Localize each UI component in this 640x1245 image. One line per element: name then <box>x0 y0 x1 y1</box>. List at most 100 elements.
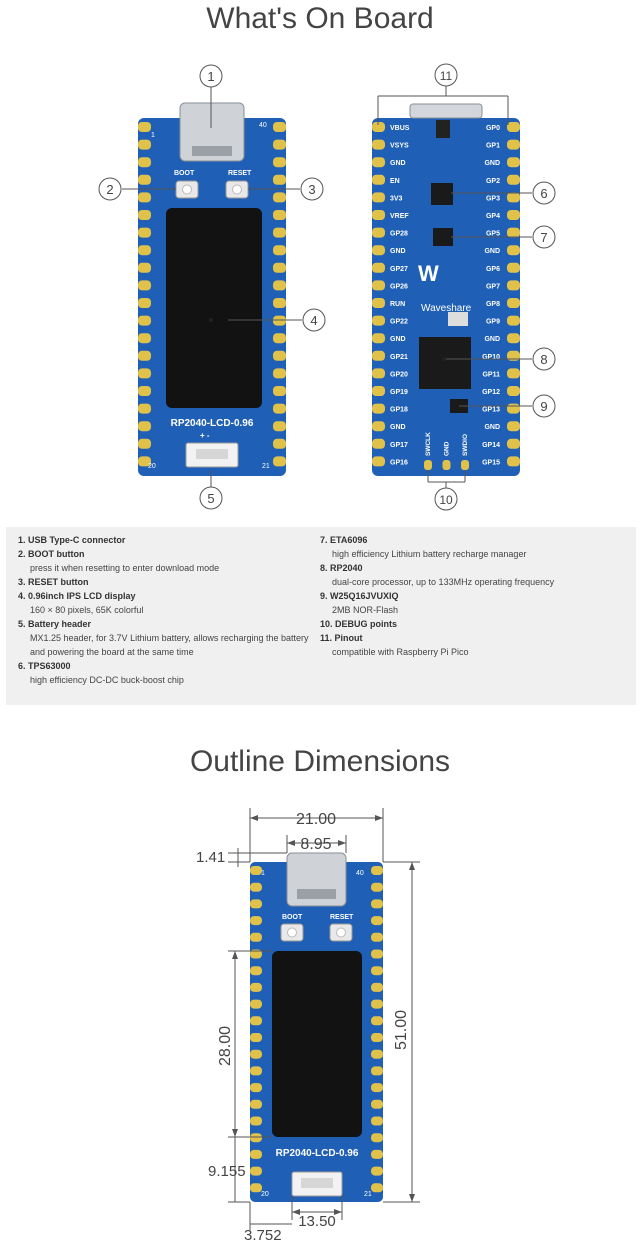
callout-1: 1 <box>199 64 223 88</box>
castellated-pad <box>371 1099 383 1109</box>
pin-label: GND <box>484 248 500 255</box>
castellated-pad <box>507 227 520 238</box>
castellated-pad <box>250 899 262 909</box>
castellated-pad <box>250 949 262 959</box>
castellated-pad <box>273 245 286 256</box>
castellated-pad <box>250 966 262 976</box>
castellated-pad <box>250 982 262 992</box>
castellated-pad <box>273 192 286 203</box>
castellated-pad <box>250 866 262 875</box>
legend-item-title: 8. RP2040 <box>320 563 363 573</box>
pin-1-label: 1 <box>151 132 155 139</box>
svg-text:8: 8 <box>540 352 547 367</box>
castellated-pad <box>250 1099 262 1109</box>
castellated-pad <box>371 1133 383 1143</box>
waveshare-logo: W <box>418 261 439 286</box>
legend-item-desc: 160 × 80 pixels, 65K colorful <box>30 605 144 615</box>
castellated-pad <box>371 1033 383 1042</box>
svg-text:10: 10 <box>439 493 453 507</box>
svg-text:9: 9 <box>540 399 547 414</box>
castellated-pad <box>371 949 383 959</box>
dim-pin-1: 1 <box>261 870 265 877</box>
castellated-pad <box>372 122 385 132</box>
pin-label: GP7 <box>486 283 500 290</box>
castellated-pad <box>372 245 385 256</box>
pin-label: GP18 <box>390 407 408 414</box>
castellated-pad <box>507 368 520 379</box>
pin-label: GP3 <box>486 195 500 202</box>
pin-label: GP20 <box>390 371 408 378</box>
pin-label: GP5 <box>486 231 500 238</box>
castellated-pad <box>371 1016 383 1026</box>
castellated-pad <box>138 403 151 414</box>
castellated-pad <box>371 1066 383 1076</box>
pin-label: GND <box>390 248 406 255</box>
pin-label: 3V3 <box>390 195 403 202</box>
castellated-pad <box>371 1049 383 1059</box>
callout-10: 10 <box>434 487 458 511</box>
callout-9: 9 <box>532 394 556 418</box>
legend-item-desc: 2MB NOR-Flash <box>332 605 399 615</box>
legend-item-desc: and powering the board at the same time <box>30 647 194 657</box>
castellated-pad <box>250 999 262 1009</box>
debug-pad <box>461 460 469 470</box>
castellated-pad <box>138 333 151 344</box>
pin-label: GP6 <box>486 266 500 273</box>
pin-label: GP0 <box>486 125 500 132</box>
castellated-pad <box>371 899 383 909</box>
debug-pad <box>442 460 451 470</box>
castellated-pad <box>507 456 520 467</box>
pin-label: GP21 <box>390 354 408 361</box>
legend-right-column: 7. ETA6096 high efficiency Lithium batter… <box>320 533 620 659</box>
pin-label: GND <box>390 160 406 167</box>
brand-label: Waveshare <box>421 303 472 314</box>
castellated-pad <box>372 280 385 291</box>
castellated-pad <box>371 982 383 992</box>
castellated-pad <box>250 916 262 926</box>
castellated-pad <box>273 315 286 326</box>
pin-label: VREF <box>390 213 409 220</box>
castellated-pad <box>371 1183 383 1193</box>
svg-text:2: 2 <box>106 182 113 197</box>
legend-item-title: 7. ETA6096 <box>320 535 368 545</box>
castellated-pad <box>372 192 385 203</box>
castellated-pad <box>372 227 385 238</box>
eta6096-chip <box>433 228 453 246</box>
castellated-pad <box>250 1116 262 1126</box>
castellated-pad <box>273 350 286 361</box>
callout-5: 5 <box>199 486 223 510</box>
callout-4: 4 <box>302 308 326 332</box>
dimension-arrows <box>232 815 415 1215</box>
pin-label: GP8 <box>486 301 500 308</box>
pin-label: GP10 <box>482 354 500 361</box>
castellated-pad <box>372 368 385 379</box>
castellated-pad <box>372 210 385 220</box>
castellated-pad <box>138 315 151 326</box>
castellated-pad <box>138 157 151 168</box>
pin-label: GP2 <box>486 178 500 185</box>
legend-item-desc: high efficiency Lithium battery recharge… <box>332 549 527 559</box>
castellated-pad <box>273 227 286 238</box>
battery-polarity: + - <box>200 431 210 440</box>
pin-label: GP16 <box>390 459 408 466</box>
legend-item-title: 6. TPS63000 <box>18 661 71 671</box>
reset-label: RESET <box>228 170 252 177</box>
pin-label: GP14 <box>482 442 500 449</box>
dim-right-pads <box>371 866 383 1193</box>
callout-3: 3 <box>300 177 324 201</box>
legend-item-title: 9. W25Q16JVUXIQ <box>320 591 399 601</box>
pin-label: GP11 <box>482 371 500 378</box>
castellated-pad <box>507 139 520 150</box>
legend-item-title: 3. RESET button <box>18 577 89 587</box>
callout-markers: 1 2 3 4 5 6 7 8 9 10 11 <box>98 63 556 511</box>
svg-text:11: 11 <box>440 69 453 83</box>
castellated-pad <box>371 1149 383 1159</box>
castellated-pad <box>273 139 286 150</box>
castellated-pad <box>250 1183 262 1193</box>
legend-item-title: 1. USB Type-C connector <box>18 535 126 545</box>
dim-connector-offset: 3.752 <box>244 1227 282 1244</box>
castellated-pad <box>507 438 520 449</box>
castellated-pad <box>250 1149 262 1159</box>
